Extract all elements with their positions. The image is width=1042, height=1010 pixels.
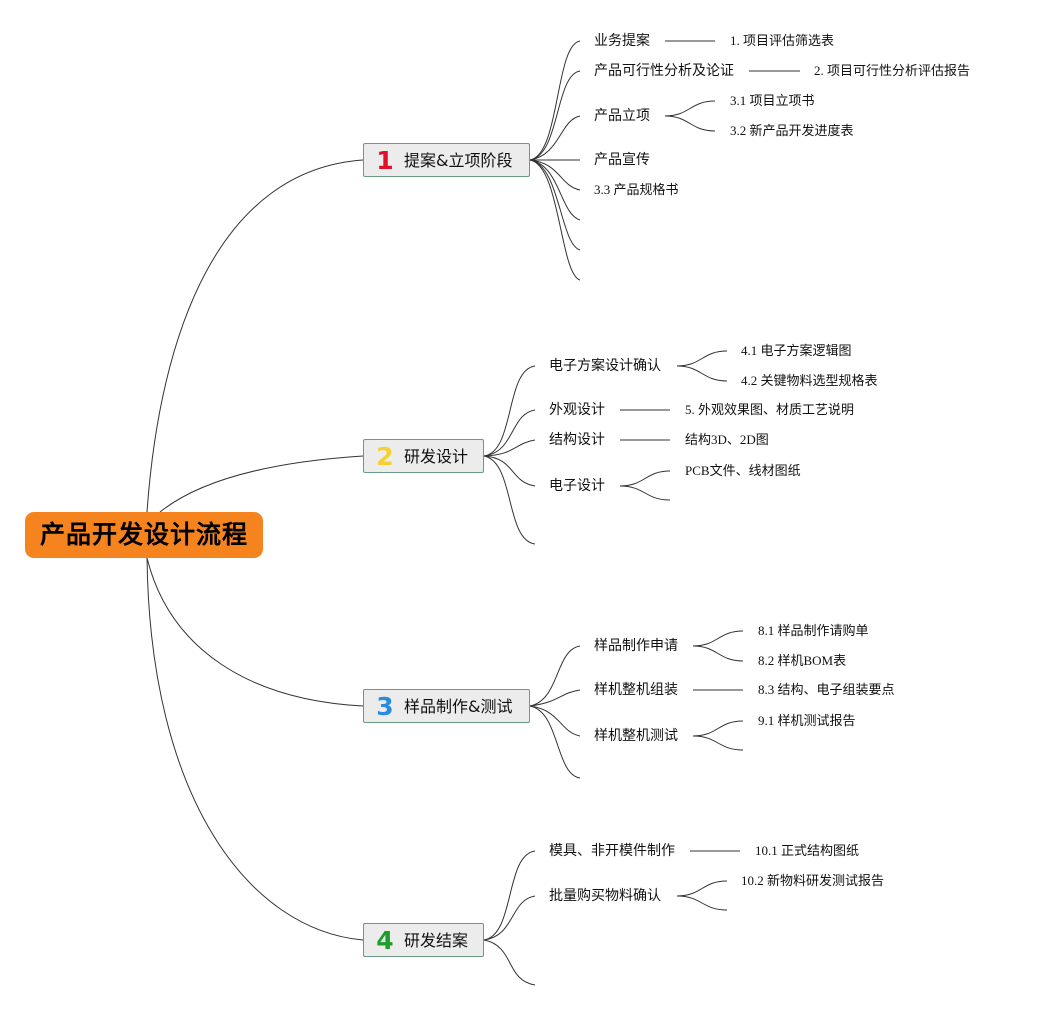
branch-3-label: 样品制作&测试 — [404, 697, 513, 716]
node-business-proposal[interactable]: 业务提案 — [594, 33, 650, 49]
leaf-sample-purchase-order[interactable]: 8.1 样品制作请购单 — [758, 623, 869, 638]
branch-1-label: 提案&立项阶段 — [404, 151, 513, 170]
branch-4-label: 研发结案 — [404, 931, 469, 950]
number-3-icon: 3 — [376, 692, 394, 721]
leaf-project-charter[interactable]: 3.1 项目立项书 — [730, 93, 815, 108]
node-product-spec[interactable]: 3.3 产品规格书 — [594, 182, 679, 197]
leaf-formal-drawings[interactable]: 10.1 正式结构图纸 — [755, 843, 860, 858]
node-sample-request[interactable]: 样品制作申请 — [594, 638, 678, 654]
branch-4-topic[interactable]: 4 研发结案 — [363, 923, 484, 957]
node-bulk-material-confirm[interactable]: 批量购买物料确认 — [549, 888, 661, 904]
leaf-key-material-spec[interactable]: 4.2 关键物料选型规格表 — [741, 373, 878, 388]
leaf-project-evaluation-form[interactable]: 1. 项目评估筛选表 — [730, 33, 835, 48]
number-1-icon: 1 — [376, 146, 394, 175]
node-appearance-design[interactable]: 外观设计 — [549, 402, 605, 418]
leaf-appearance-rendering[interactable]: 5. 外观效果图、材质工艺说明 — [685, 402, 855, 417]
node-mold-production[interactable]: 模具、非开模件制作 — [549, 843, 675, 859]
branch-3-topic[interactable]: 3 样品制作&测试 — [363, 689, 530, 723]
node-product-initiation[interactable]: 产品立项 — [594, 108, 650, 124]
node-structure-design[interactable]: 结构设计 — [549, 432, 605, 448]
leaf-sample-bom[interactable]: 8.2 样机BOM表 — [758, 653, 847, 668]
leaf-feasibility-report[interactable]: 2. 项目可行性分析评估报告 — [814, 63, 971, 78]
node-product-promotion[interactable]: 产品宣传 — [594, 152, 650, 168]
leaf-pcb-files[interactable]: PCB文件、线材图纸 — [685, 463, 801, 478]
node-electronic-design[interactable]: 电子设计 — [549, 478, 605, 494]
node-electronic-scheme[interactable]: 电子方案设计确认 — [549, 358, 661, 374]
leaf-logic-diagram[interactable]: 4.1 电子方案逻辑图 — [741, 343, 852, 358]
leaf-structure-3d-2d[interactable]: 结构3D、2D图 — [685, 432, 769, 447]
branch-2-label: 研发设计 — [404, 447, 469, 466]
branch-1-topic[interactable]: 1 提案&立项阶段 — [363, 143, 530, 177]
node-prototype-test[interactable]: 样机整机测试 — [594, 728, 678, 744]
leaf-test-report[interactable]: 9.1 样机测试报告 — [758, 713, 856, 728]
number-4-icon: 4 — [376, 926, 394, 955]
number-2-icon: 2 — [376, 442, 394, 471]
leaf-dev-schedule[interactable]: 3.2 新产品开发进度表 — [730, 123, 854, 138]
node-prototype-assembly[interactable]: 样机整机组装 — [594, 682, 678, 698]
branch-2-topic[interactable]: 2 研发设计 — [363, 439, 484, 473]
root-topic[interactable]: 产品开发设计流程 — [25, 512, 263, 558]
node-feasibility-analysis[interactable]: 产品可行性分析及论证 — [594, 63, 734, 79]
leaf-assembly-points[interactable]: 8.3 结构、电子组装要点 — [758, 682, 895, 697]
leaf-new-material-report[interactable]: 10.2 新物料研发测试报告 — [741, 873, 885, 888]
